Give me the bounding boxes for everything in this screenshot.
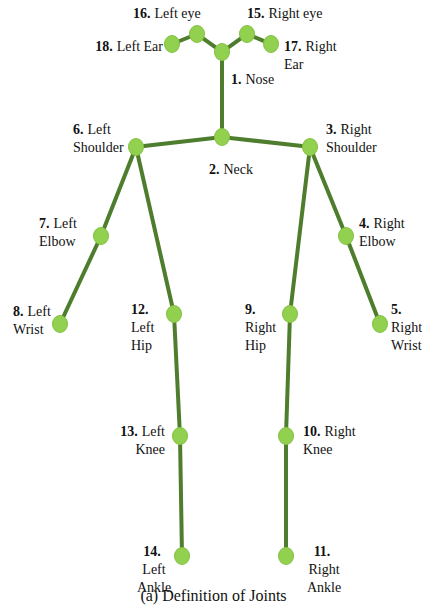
joint-dot: 14.Left Ankle (174, 547, 190, 565)
joint-name: Left Ear (117, 39, 163, 54)
joint-number: 9. (245, 301, 256, 319)
bone-line (291, 156, 309, 305)
joint-number: 3. (326, 121, 337, 139)
joint-name: Right Wrist (391, 320, 422, 353)
joint-name: Left Knee (135, 424, 165, 457)
joint-label: 13.Left Knee (99, 423, 165, 459)
joint-number: 12. (131, 301, 149, 319)
bone-line (204, 39, 216, 47)
joint-number: 1. (231, 71, 242, 89)
joint-dot: 18.Left Ear (164, 35, 180, 53)
joint-dot: 16.Left eye (189, 25, 205, 43)
bone-line (138, 156, 172, 306)
joint-dot: 9.Right Hip (282, 305, 298, 323)
joint-label: 16. Left eye (133, 5, 233, 23)
joint-dot: 5.Right Wrist (372, 315, 388, 333)
figure-caption: (a) Definition of Joints (0, 586, 427, 606)
joint-label: 5.Right Wrist (391, 301, 425, 355)
joint-dot: 17.Right Ear (263, 35, 279, 53)
joint-label: 10.Right Knee (303, 423, 375, 459)
joint-dot: 8.Left Wrist (52, 315, 68, 333)
joint-name: Nose (246, 72, 275, 87)
joint-number: 2. (209, 161, 220, 179)
joint-label: 17.Right Ear (284, 38, 342, 74)
joint-number: 11. (314, 543, 331, 561)
bone-line (230, 138, 302, 146)
joint-name: Left eye (155, 6, 201, 21)
bone-line (180, 37, 190, 41)
bone-line (104, 155, 133, 228)
joint-dot: 11.Right Ankle (278, 547, 294, 565)
joint-label: 11.Right Ankle (303, 543, 345, 597)
joint-label: 12.Left Hip (131, 301, 161, 355)
bone-line (174, 323, 179, 427)
joint-number: 14. (143, 543, 161, 561)
joint-name: Right eye (269, 6, 323, 21)
bone-line (349, 244, 377, 315)
bone-line (220, 61, 224, 128)
joint-number: 4. (359, 215, 370, 233)
joint-dot: 3.Right Shoulder (302, 138, 318, 156)
joint-name: Right Hip (245, 320, 276, 353)
joint-label: 8.Left Wrist (13, 303, 57, 339)
joint-number: 5. (391, 301, 402, 319)
joint-number: 7. (39, 215, 50, 233)
joint-label: 1. Nose (231, 71, 291, 89)
joint-dot: 15.Right eye (239, 25, 255, 43)
bone-line (284, 445, 288, 547)
bone-line (286, 323, 289, 427)
joint-number: 17. (284, 38, 302, 56)
joint-number: 10. (303, 423, 321, 441)
joint-name: Right Ankle (307, 562, 341, 595)
joint-name: Left Hip (131, 320, 154, 353)
joint-label: 2. Neck (209, 161, 279, 179)
joint-dot: 1.Nose (214, 43, 230, 61)
joint-number: 15. (247, 5, 265, 23)
joint-label: 9.Right Hip (245, 301, 279, 355)
bone-line (313, 155, 342, 228)
bone-line (180, 445, 182, 547)
joint-number: 6. (73, 121, 84, 139)
bone-line (255, 37, 264, 41)
joint-dot: 7.Left Elbow (93, 227, 109, 245)
joint-dot: 10.Right Knee (278, 427, 294, 445)
joint-label: 3.Right Shoulder (326, 121, 386, 157)
joint-number: 18. (95, 38, 113, 56)
bone-line (64, 244, 98, 316)
joint-label: 7.Left Elbow (39, 215, 83, 251)
joint-label: 15. Right eye (247, 5, 347, 23)
joint-dot: 6.Left Shoulder (128, 138, 144, 156)
joint-dot: 12.Left Hip (166, 305, 182, 323)
joint-number: 8. (13, 303, 24, 321)
bone-line (144, 138, 214, 146)
joint-dot: 2.Neck (214, 128, 230, 146)
bone-line (229, 39, 241, 47)
joint-dot: 4.Right Elbow (338, 227, 354, 245)
joint-number: 13. (120, 423, 138, 441)
joint-label: 6.Left Shoulder (73, 121, 131, 157)
joint-name: Neck (224, 162, 254, 177)
joint-label: 4.Right Elbow (359, 215, 419, 251)
joint-label: 18. Left Ear (71, 38, 163, 56)
joint-dot: 13.Left Knee (172, 427, 188, 445)
joint-number: 16. (133, 5, 151, 23)
